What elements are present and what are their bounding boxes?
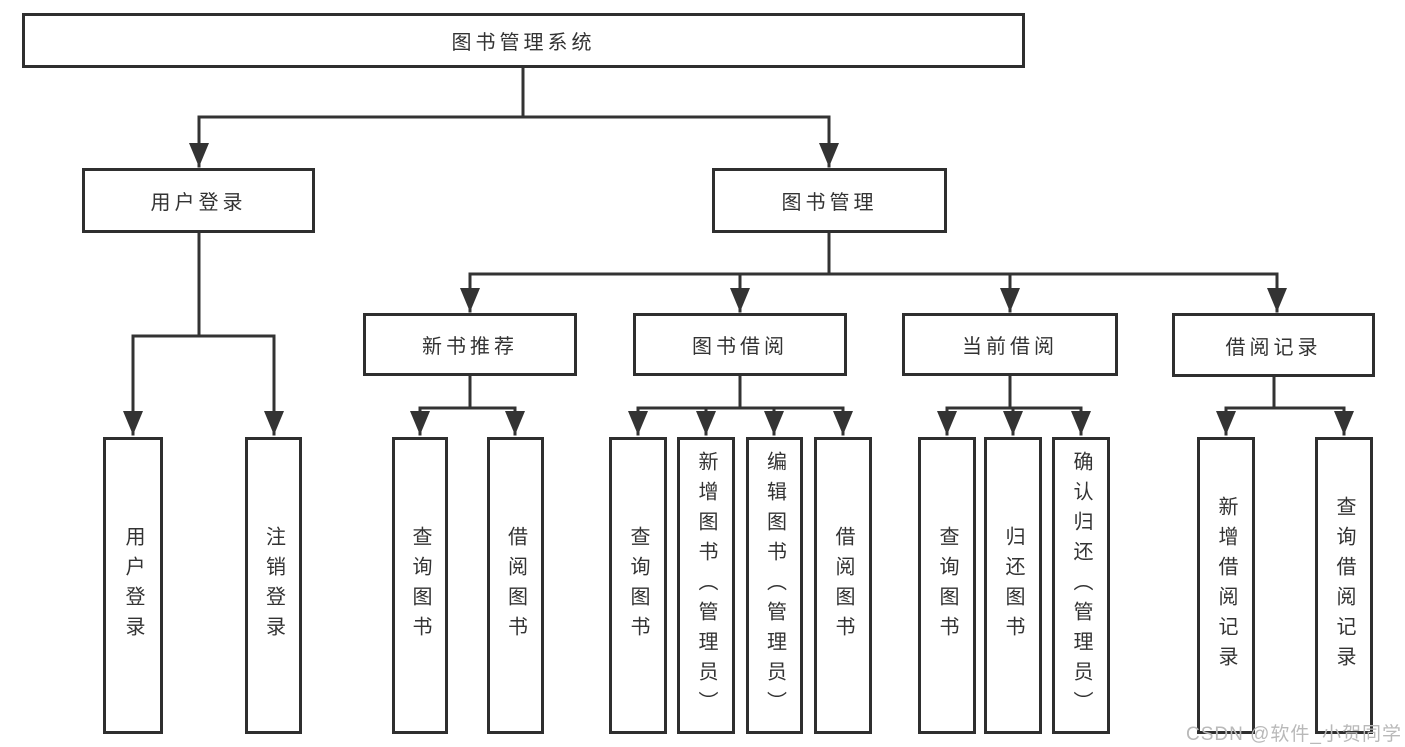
leaf-label: 注销登录 — [262, 525, 285, 646]
leaf-query-books-current: 查询图书 — [918, 437, 976, 734]
leaf-label: 编辑图书（管理员） — [763, 450, 786, 721]
leaf-confirm-return-admin: 确认归还（管理员） — [1052, 437, 1110, 734]
leaf-label: 查询图书 — [627, 525, 649, 646]
bus-new-book — [418, 374, 517, 410]
leaf-add-book-admin: 新增图书（管理员） — [677, 437, 735, 734]
leaf-query-borrow-record: 查询借阅记录 — [1315, 437, 1373, 734]
leaf-label: 查询图书 — [409, 525, 431, 646]
leaf-edit-book-admin: 编辑图书（管理员） — [746, 437, 803, 734]
leaf-borrow-books-newbook: 借阅图书 — [487, 437, 544, 734]
leaf-label: 查询图书 — [936, 525, 958, 646]
bus-book-borrow — [636, 374, 845, 410]
leaf-query-books-newbook: 查询图书 — [392, 437, 448, 734]
node-borrow-records: 借阅记录 — [1172, 313, 1375, 377]
bus-user-login — [131, 231, 276, 338]
leaf-label: 归还图书 — [1002, 525, 1024, 646]
bus-current-borrow — [945, 374, 1083, 410]
leaf-label: 用户登录 — [122, 525, 144, 646]
node-user-login: 用户登录 — [82, 168, 315, 233]
leaf-label: 借阅图书 — [504, 525, 527, 646]
node-library-system: 图书管理系统 — [22, 13, 1025, 68]
bus-borrow-records — [1224, 375, 1346, 410]
leaf-add-borrow-record: 新增借阅记录 — [1197, 437, 1255, 734]
leaf-label: 新增图书（管理员） — [695, 450, 717, 721]
node-new-book-recommend: 新书推荐 — [363, 313, 577, 376]
leaf-label: 借阅图书 — [832, 525, 854, 646]
node-current-borrow: 当前借阅 — [902, 313, 1118, 376]
leaf-label: 查询借阅记录 — [1333, 495, 1355, 676]
csdn-watermark: CSDN @软件_小贺同学 — [1186, 724, 1402, 745]
node-book-management: 图书管理 — [712, 168, 947, 233]
node-book-borrow: 图书借阅 — [633, 313, 847, 376]
leaf-return-book: 归还图书 — [984, 437, 1042, 734]
leaf-label: 新增借阅记录 — [1215, 495, 1237, 676]
leaf-borrow-books-borrow: 借阅图书 — [814, 437, 872, 734]
leaf-label: 确认归还（管理员） — [1070, 450, 1092, 721]
leaf-logout: 注销登录 — [245, 437, 302, 734]
bus-root — [197, 66, 831, 119]
bus-book-management — [468, 231, 1279, 276]
leaf-user-login: 用户登录 — [103, 437, 163, 734]
leaf-query-books-borrow: 查询图书 — [609, 437, 667, 734]
